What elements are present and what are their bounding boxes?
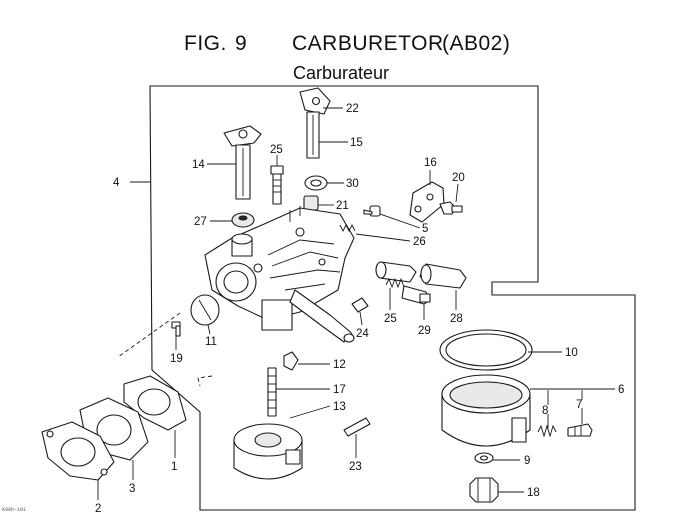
callout-12: 12 [333, 359, 346, 371]
callout-8: 8 [542, 405, 548, 417]
figure-code: (AB02) [442, 32, 510, 55]
callout-21: 21 [336, 200, 349, 212]
figure-subtitle: Carburateur [293, 63, 389, 83]
carburetor-body [204, 206, 355, 331]
callout-26: 26 [413, 236, 426, 248]
drain-screw [567, 423, 593, 437]
callout-25-lower: 25 [384, 313, 397, 325]
gasket-2 [41, 421, 115, 481]
rubber-sleeves [375, 261, 467, 289]
gasket-bracket [117, 312, 213, 387]
callout-2: 2 [95, 503, 101, 513]
callout-28: 28 [450, 313, 463, 325]
callout-5: 5 [422, 223, 428, 235]
callout-23: 23 [349, 461, 362, 473]
fuel-inlet [289, 289, 369, 343]
adjust-screw-top [270, 165, 284, 205]
bush [303, 195, 319, 211]
bowl-washer [474, 452, 494, 464]
callout-24: 24 [356, 328, 369, 340]
main-jet [267, 351, 299, 417]
pilot-screw [363, 205, 381, 217]
bowl-gasket [439, 329, 533, 371]
choke-shaft [299, 87, 331, 159]
callout-9: 9 [524, 455, 530, 467]
callout-labels: 22 15 14 25 30 16 20 4 21 27 5 26 25 29 … [95, 103, 624, 513]
footer-code: K90h-101 [2, 507, 26, 513]
callout-4: 4 [113, 177, 120, 189]
assembly-frame [149, 85, 636, 511]
gasket-1 [123, 375, 187, 431]
callout-3: 3 [129, 483, 135, 495]
figure-number: 9 [235, 32, 247, 55]
callout-10: 10 [565, 347, 578, 359]
callout-30: 30 [346, 178, 359, 190]
callout-6: 6 [618, 384, 624, 396]
callout-11: 11 [205, 336, 217, 348]
callout-18: 18 [527, 487, 540, 499]
callout-17: 17 [333, 384, 346, 396]
throttle-seal [231, 212, 255, 228]
callout-7: 7 [576, 399, 582, 411]
float-pin [343, 417, 371, 437]
seal-ring [304, 175, 328, 191]
throttle-screw [171, 321, 181, 337]
callout-25: 25 [270, 144, 283, 156]
drain-spring [537, 424, 557, 438]
throttle-shaft [223, 125, 262, 200]
bowl-nut [469, 477, 499, 503]
spring-upper [339, 223, 356, 233]
callout-27: 27 [194, 216, 207, 228]
callout-14: 14 [192, 159, 205, 171]
callout-29: 29 [418, 325, 431, 337]
callout-1: 1 [171, 461, 177, 473]
choke-bracket [409, 181, 445, 223]
idle-screw [385, 277, 431, 305]
bracket-bolt [439, 201, 463, 215]
figure-label: FIG. [184, 32, 227, 55]
figure-title: CARBURETOR [292, 32, 444, 55]
float [233, 423, 303, 480]
float-bowl [441, 374, 531, 447]
throttle-plate [190, 294, 220, 326]
callout-16: 16 [424, 157, 437, 169]
callout-22: 22 [346, 103, 359, 115]
callout-13: 13 [333, 401, 346, 413]
callout-15: 15 [350, 137, 363, 149]
leader-lines [97, 107, 615, 500]
callout-20: 20 [452, 172, 465, 184]
callout-19: 19 [170, 353, 183, 365]
